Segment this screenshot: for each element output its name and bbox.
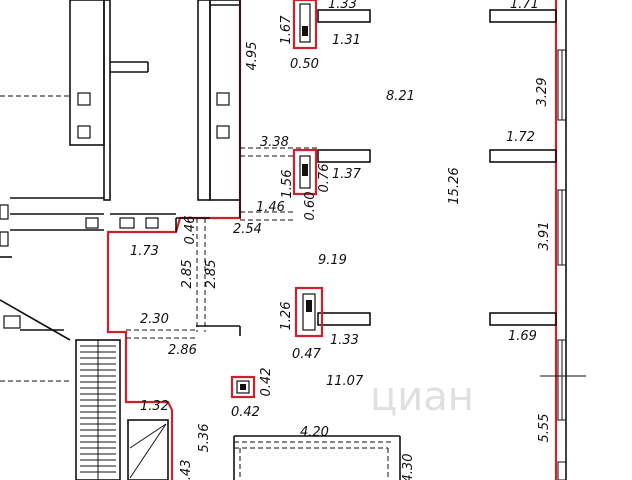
right-facade	[540, 0, 586, 480]
vent-shaft-3	[294, 286, 324, 338]
dim-label: 2.85	[180, 260, 195, 289]
vent-shafts	[230, 0, 324, 399]
dim-label: 1.69	[508, 329, 537, 344]
dim-label: 1.43	[179, 460, 194, 480]
dim-label: 4.30	[401, 454, 416, 480]
dim-label: 1.72	[506, 130, 535, 145]
dim-label: 5.55	[537, 414, 552, 443]
dim-label: 4.20	[300, 425, 329, 440]
dim-label: 2.54	[233, 222, 262, 237]
shaft-1	[77, 92, 91, 106]
dim-label: 1.73	[130, 244, 159, 259]
dim-label: 0.50	[290, 57, 319, 72]
dim-label: 1.33	[328, 0, 357, 12]
vent-shaft-4	[230, 375, 256, 399]
dim-label: 0.42	[259, 368, 274, 397]
dimension-labels: 1.33 1.67 1.31 0.50 1.71 4.95 8.21 3.29 …	[130, 0, 552, 480]
shaft-2	[77, 125, 91, 139]
dim-label: 5.36	[197, 424, 212, 453]
dim-label: 1.67	[279, 15, 294, 45]
dim-label: 11.07	[326, 374, 364, 389]
dim-label: 1.37	[332, 167, 362, 182]
dim-label: 4.95	[245, 42, 260, 71]
dim-label: 1.32	[140, 399, 169, 414]
vent-shaft-2	[292, 148, 318, 196]
dim-label: 1.71	[510, 0, 539, 12]
dim-label: 8.21	[386, 89, 415, 104]
dim-label: 2.86	[168, 343, 197, 358]
dim-label: 1.26	[279, 302, 294, 331]
dim-label: 3.29	[535, 78, 550, 107]
dim-label: 3.91	[537, 222, 552, 251]
elevator-shaft	[127, 419, 169, 480]
dim-label: 1.46	[256, 200, 285, 215]
dim-label: 0.42	[231, 405, 260, 420]
dim-label: 2.85	[204, 260, 219, 289]
dim-label: 3.38	[260, 135, 289, 150]
dim-label: 0.60	[303, 192, 318, 221]
dim-label: 0.46	[183, 216, 198, 245]
dim-label: 1.33	[330, 333, 359, 348]
dim-label: 1.31	[332, 33, 361, 48]
shaft-3	[216, 92, 230, 106]
dim-label: 0.76	[317, 164, 332, 193]
dim-label: 0.47	[292, 347, 322, 362]
dim-label: 15.26	[447, 167, 462, 204]
dim-label: 2.30	[140, 312, 169, 327]
shaft-4	[216, 125, 230, 139]
watermark: циан	[370, 374, 474, 420]
dashed-lines	[126, 147, 401, 480]
partition-stubs	[317, 9, 557, 326]
vent-shaft-1	[292, 0, 318, 50]
left-walls	[0, 0, 241, 480]
dim-label: 9.19	[318, 253, 347, 268]
wall-column-1	[69, 0, 105, 146]
dim-label: 1.56	[280, 170, 295, 199]
